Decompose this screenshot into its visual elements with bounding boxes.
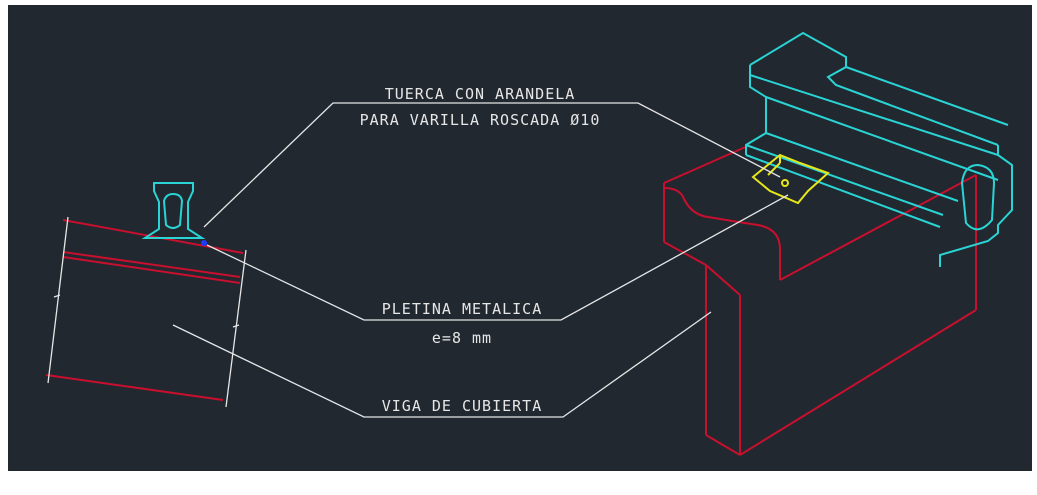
label-nut-line1: TUERCA CON ARANDELA [385,85,576,103]
label-plate-line1: PLETINA METALICA [382,300,543,318]
label-nut-line2: PARA VARILLA ROSCADA Ø10 [360,111,601,129]
section-view [45,182,247,408]
leader-plate [206,194,789,321]
iso-beam [663,144,977,456]
leader-nut [203,102,781,228]
isometric-view [663,31,1013,456]
annotations: TUERCA CON ARANDELA PARA VARILLA ROSCADA… [360,85,601,415]
section-dimension-lines [47,216,247,408]
section-rail [141,182,206,239]
section-plate-marker [201,240,207,246]
cad-drawing: TUERCA CON ARANDELA PARA VARILLA ROSCADA… [8,5,1032,471]
leader-beam [172,311,712,418]
iso-rail [745,31,1013,267]
leader-lines [172,102,789,418]
label-beam: VIGA DE CUBIERTA [382,397,543,415]
label-plate-line2: e=8 mm [432,329,492,347]
iso-plate [751,153,830,205]
